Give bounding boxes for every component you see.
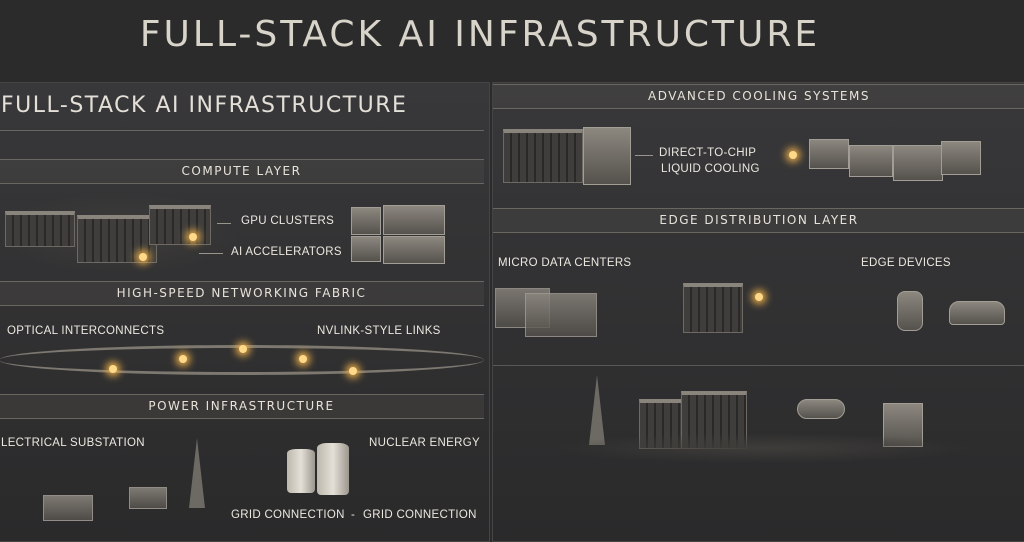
cell-tower-icon: [589, 375, 605, 445]
ai-accelerators-label: AI ACCELERATORS: [231, 246, 342, 258]
gpu-clusters-label: GPU CLUSTERS: [241, 215, 335, 227]
direct-to-chip-label: DIRECT-TO-CHIP: [659, 147, 757, 159]
main-title: FULL-STACK AI INFRASTRUCTURE: [139, 14, 821, 55]
right-panel: ADVANCED COOLING SYSTEMS DIRECT-TO-CHIP …: [492, 82, 1024, 542]
nuclear-energy-label: NUCLEAR ENERGY: [369, 437, 480, 449]
left-panel: FULL-STACK AI INFRASTRUCTURE COMPUTE LAY…: [0, 82, 490, 542]
cooling-unit-illustration: [503, 129, 583, 183]
left-subtitle: FULL-STACK AI INFRASTRUCTURE: [1, 93, 408, 118]
cooling-tower-illustration: [287, 449, 315, 493]
nvlink-links-label: NVLINK-STYLE LINKS: [317, 325, 441, 337]
grid-connection-separator: -: [351, 509, 356, 521]
compute-layer-heading: COMPUTE LAYER: [0, 159, 484, 184]
optical-interconnects-label: OPTICAL INTERCONNECTS: [7, 325, 165, 337]
car-icon: [949, 301, 1005, 325]
cooling-heading: ADVANCED COOLING SYSTEMS: [493, 84, 1024, 109]
networking-heading: HIGH-SPEED NETWORKING FABRIC: [0, 281, 484, 306]
liquid-cooling-racks-illustration: [809, 139, 849, 169]
edge-devices-label: EDGE DEVICES: [861, 257, 951, 269]
power-pylon-icon: [189, 438, 205, 508]
robot-arm-icon: [897, 291, 923, 331]
security-camera-icon: [797, 399, 845, 419]
power-heading: POWER INFRASTRUCTURE: [0, 394, 484, 419]
grid-connection-label-2: GRID CONNECTION: [363, 509, 477, 521]
electrical-substation-label: LECTRICAL SUBSTATION: [1, 437, 145, 449]
edge-distribution-heading: EDGE DISTRIBUTION LAYER: [493, 208, 1024, 233]
grid-connection-label-1: GRID CONNECTION: [231, 509, 345, 521]
liquid-cooling-label: LIQUID COOLING: [661, 163, 760, 175]
ai-accelerator-illustration: [351, 207, 381, 235]
substation-illustration: [43, 495, 93, 521]
gpu-cluster-illustration: [5, 211, 75, 247]
micro-data-centers-label: MICRO DATA CENTERS: [498, 257, 632, 269]
